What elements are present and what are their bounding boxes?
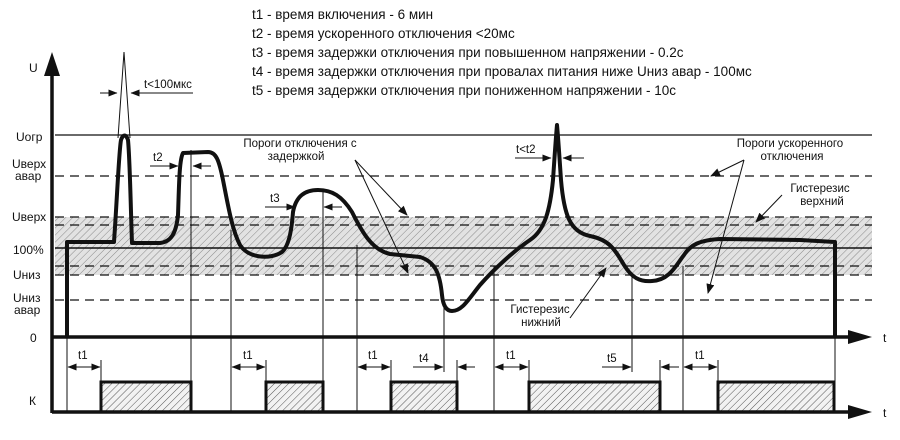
time-label-bottom: t bbox=[883, 406, 887, 420]
fast-thresholds-label-1: Пороги ускоренного bbox=[737, 138, 843, 150]
legend: t1 - время включения - 6 мин t2 - время … bbox=[252, 7, 752, 98]
upper-hysteresis-label-2: верхний bbox=[800, 196, 844, 208]
legend-item-t2: t2 - время ускоренного отключения <20мс bbox=[252, 26, 515, 41]
diagram-line bbox=[710, 159, 745, 177]
spike-duration-label: t<100мкс bbox=[144, 79, 192, 91]
t1-label: t1 bbox=[695, 350, 705, 362]
upper-hysteresis-label-1: Гистерезис bbox=[790, 183, 850, 195]
relay-on-pulse bbox=[527, 380, 662, 414]
t1-label: t1 bbox=[243, 350, 253, 362]
legend-item-t3: t3 - время задержки отключения при повыш… bbox=[252, 45, 684, 60]
voltage-waveform bbox=[65, 123, 837, 337]
u-axis-arrow bbox=[44, 52, 60, 76]
diagram-line bbox=[354, 159, 408, 216]
relay-on-pulse bbox=[99, 380, 193, 414]
lower-threshold-label: Uниз bbox=[13, 268, 41, 282]
relay-on-pulse bbox=[716, 380, 836, 414]
t4-label: t4 bbox=[419, 353, 429, 365]
t2-label: t2 bbox=[153, 152, 163, 164]
u-limit-label: Uогр bbox=[16, 130, 43, 144]
lower-hysteresis-label-2: нижний bbox=[521, 317, 561, 329]
t-lt-t2-label: t<t2 bbox=[516, 144, 536, 156]
diagram-line bbox=[354, 159, 409, 274]
delay-thresholds-label-2: задержкой bbox=[268, 151, 325, 163]
lower-emergency-label-2: авар bbox=[14, 303, 41, 317]
axes bbox=[44, 52, 872, 419]
nominal-label: 100% bbox=[13, 243, 44, 257]
event-lines bbox=[66, 150, 836, 412]
relay-label: К bbox=[29, 394, 36, 408]
microsecond-spike bbox=[117, 51, 131, 139]
t1-label: t1 bbox=[78, 350, 88, 362]
u-axis-label: U bbox=[29, 61, 38, 75]
legend-item-t5: t5 - время задержки отключения при пониж… bbox=[252, 83, 676, 98]
t1-label: t1 bbox=[368, 350, 378, 362]
t5-label: t5 bbox=[607, 353, 617, 365]
legend-item-t4: t4 - время задержки отключения при прова… bbox=[252, 64, 752, 79]
time-axis-top-arrow bbox=[848, 330, 872, 344]
fast-thresholds-label-2: отключения bbox=[760, 151, 823, 163]
delay-thresholds-label-1: Пороги отключения с bbox=[243, 138, 357, 150]
relay-on-pulse bbox=[389, 380, 459, 414]
zero-label: 0 bbox=[30, 331, 37, 345]
t1-label: t1 bbox=[506, 350, 516, 362]
diagram-line bbox=[706, 159, 745, 294]
time-label-top: t bbox=[883, 331, 887, 345]
upper-emergency-label-1: Uверх bbox=[12, 157, 46, 171]
legend-item-t1: t1 - время включения - 6 мин bbox=[252, 7, 433, 22]
diagram-line bbox=[569, 267, 607, 319]
relay-state-pulses bbox=[99, 380, 836, 414]
dimension-markers bbox=[67, 89, 783, 371]
lower-emergency-label-1: Uниз bbox=[13, 291, 41, 305]
annotations: t<100мкс t2 t3 t<t2 t4 t5 t1 t1 t1 t1 t1… bbox=[78, 79, 850, 365]
lower-hysteresis-label-1: Гистерезис bbox=[510, 304, 570, 316]
relay-on-pulse bbox=[264, 380, 325, 414]
upper-threshold-label: Uверх bbox=[12, 210, 46, 224]
diagram-line bbox=[755, 194, 783, 223]
t3-label: t3 bbox=[270, 193, 280, 205]
axis-labels: U Uогр Uверх авар Uверх 100% Uниз Uниз а… bbox=[12, 61, 887, 420]
time-axis-bottom-arrow bbox=[848, 405, 872, 419]
upper-emergency-label-2: авар bbox=[15, 169, 42, 183]
